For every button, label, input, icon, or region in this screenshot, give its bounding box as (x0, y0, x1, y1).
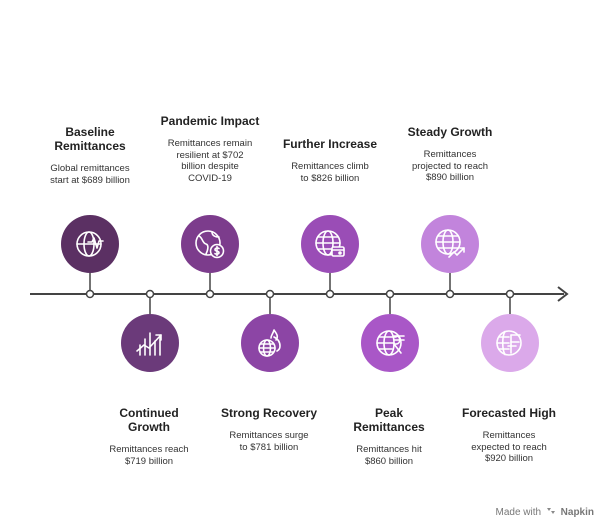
timeline-node (505, 289, 515, 299)
globe-rupee-icon (376, 330, 405, 356)
event-label-baseline: Baseline Remittances Global remittances … (35, 125, 145, 186)
timeline-node (325, 289, 335, 299)
event-marker-forecasted-high (481, 314, 539, 372)
event-label-strong-recovery: Strong Recovery Remittances surge to $78… (214, 406, 324, 453)
globe-wallet-icon (315, 230, 345, 257)
globe-dollar-icon (195, 230, 225, 259)
event-label-forecasted-high: Forecasted High Remittances expected to … (454, 406, 564, 465)
event-title: Continued Growth (119, 406, 179, 434)
timeline-node (85, 289, 95, 299)
event-label-peak: Peak Remittances Remittances hit $860 bi… (334, 406, 444, 467)
event-description: Remittances climb to $826 billion (291, 161, 369, 184)
globe-fire-icon (258, 329, 281, 357)
made-with-napkin-watermark: Made with Napkin (496, 506, 594, 518)
event-marker-baseline (61, 215, 119, 273)
timeline-node (145, 289, 155, 299)
footer-prefix: Made with (495, 507, 542, 518)
event-marker-peak (361, 314, 419, 372)
event-description: Global remittances start at $689 billion (50, 163, 130, 186)
event-description: Remittances hit $860 billion (356, 444, 422, 467)
event-marker-pandemic-impact (181, 215, 239, 273)
event-label-steady-growth: Steady Growth Remittances projected to r… (395, 125, 505, 184)
globe-currency-icon (496, 330, 522, 356)
event-label-continued-growth: Continued Growth Remittances reach $719 … (94, 406, 204, 467)
footer-brand: Napkin (560, 507, 594, 518)
event-title: Strong Recovery (220, 406, 318, 420)
globe-trend-icon (435, 229, 465, 258)
timeline-node (205, 289, 215, 299)
event-title: Steady Growth (407, 125, 493, 139)
event-title: Further Increase (282, 137, 378, 151)
event-marker-strong-recovery (241, 314, 299, 372)
event-label-pandemic-impact: Pandemic Impact Remittances remain resil… (155, 114, 265, 184)
event-title: Baseline Remittances (54, 125, 126, 153)
timeline-connectors (85, 273, 515, 314)
event-label-further-increase: Further Increase Remittances climb to $8… (275, 137, 385, 184)
globe-heartbeat-icon (76, 231, 104, 257)
event-marker-steady-growth (421, 215, 479, 273)
growth-chart-icon (136, 332, 162, 356)
event-description: Remittances remain resilient at $702 bil… (167, 138, 253, 184)
timeline-node (265, 289, 275, 299)
napkin-logo-icon (546, 508, 555, 514)
event-marker-continued-growth (121, 314, 179, 372)
timeline-node (385, 289, 395, 299)
event-description: Remittances expected to reach $920 billi… (471, 430, 547, 464)
event-description: Remittances reach $719 billion (109, 444, 189, 467)
event-marker-further-increase (301, 215, 359, 273)
event-title: Pandemic Impact (160, 114, 260, 128)
timeline-node (445, 289, 455, 299)
timeline-arrowhead (557, 286, 569, 302)
event-description: Remittances projected to reach $890 bill… (411, 149, 489, 183)
event-description: Remittances surge to $781 billion (229, 430, 309, 453)
event-title: Forecasted High (461, 406, 557, 420)
event-title: Peak Remittances (353, 406, 425, 434)
